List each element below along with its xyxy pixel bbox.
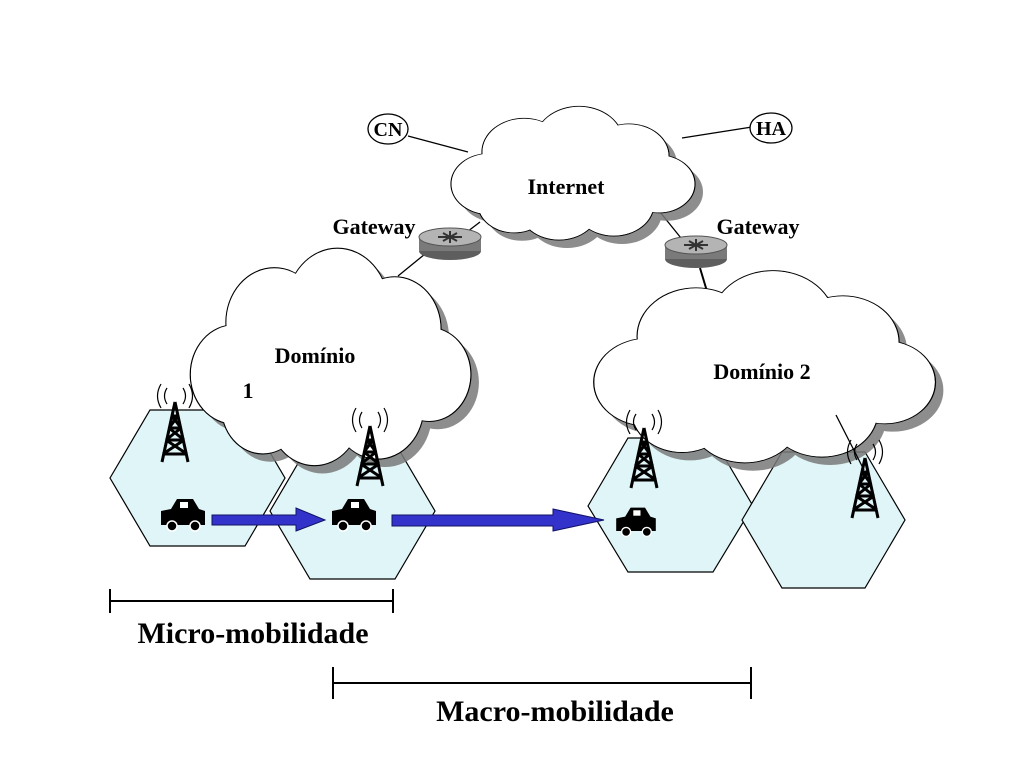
gateway-left-label: Gateway — [332, 214, 415, 239]
arrow-macro-icon — [391, 508, 605, 532]
micro-mobility-label: Micro-mobilidade — [137, 617, 368, 650]
cn-node — [367, 113, 409, 145]
link-gateway-left-domain1 — [397, 253, 426, 277]
gateway-right-label: Gateway — [716, 214, 799, 239]
macro-mobility-bracket — [332, 667, 752, 699]
internet-label: Internet — [528, 174, 606, 199]
domain1-label: Domínio — [275, 343, 356, 368]
ha-node — [749, 112, 793, 144]
gateway-left-router-icon — [418, 227, 482, 261]
ha-label: HA — [756, 118, 787, 140]
cn-label: CN — [374, 119, 403, 141]
domain1-number-label: 1 — [243, 378, 254, 403]
micro-mobility-bracket — [109, 589, 394, 613]
macro-mobility-label: Macro-mobilidade — [436, 695, 674, 728]
cell-4 — [741, 451, 906, 589]
domain2-label: Domínio 2 — [713, 359, 810, 384]
link-cn-internet — [407, 135, 469, 153]
arrow-micro-icon — [211, 507, 327, 532]
link-ha-internet — [681, 126, 753, 139]
movement-arrows — [211, 507, 605, 532]
gateway-right-router-icon — [664, 235, 728, 269]
